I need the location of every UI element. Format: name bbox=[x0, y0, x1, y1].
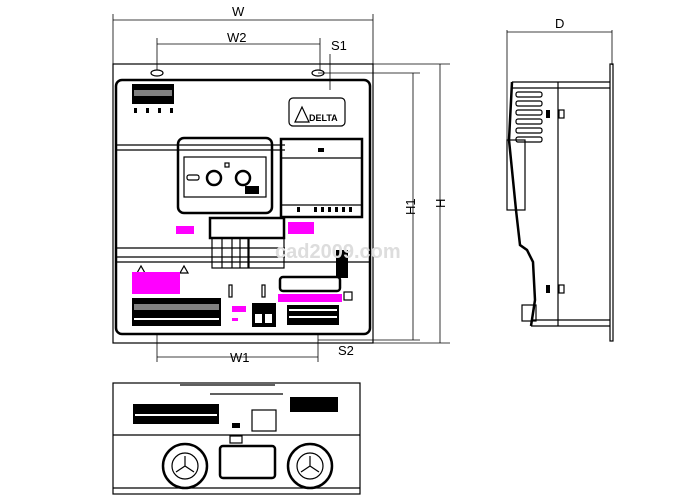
dim-w2-label: W2 bbox=[227, 30, 247, 45]
delta-logo: DELTA bbox=[288, 97, 346, 127]
top-view bbox=[112, 382, 361, 495]
power-terminal-block-bottom bbox=[132, 298, 221, 326]
dim-s1-label: S1 bbox=[331, 38, 347, 53]
front-view: DELTA bbox=[112, 63, 401, 344]
svg-text:DELTA: DELTA bbox=[309, 113, 338, 123]
io-module bbox=[279, 137, 364, 219]
warning-icon bbox=[135, 264, 147, 274]
cooling-fan-left bbox=[161, 442, 209, 490]
control-knob[interactable] bbox=[234, 169, 252, 187]
terminal-row bbox=[133, 404, 219, 424]
label-magenta bbox=[176, 226, 194, 234]
heatsink-window bbox=[218, 444, 277, 480]
drive-body bbox=[114, 78, 372, 336]
dim-h-label: H bbox=[433, 199, 448, 208]
dim-d-label: D bbox=[555, 16, 564, 31]
warning-label bbox=[132, 272, 180, 294]
control-board-header bbox=[208, 216, 286, 240]
comm-port bbox=[336, 250, 348, 278]
watermark: cad2009.com bbox=[275, 241, 401, 263]
rs485-connector bbox=[278, 275, 342, 293]
dim-h1-label: H1 bbox=[403, 198, 418, 215]
keypad-panel bbox=[176, 136, 274, 215]
side-view: D bbox=[506, 16, 614, 342]
frequency-knob[interactable] bbox=[205, 169, 223, 187]
dimension-lines: W W2 S1 H1 H W1 S2 bbox=[112, 4, 450, 365]
io-terminal-block bbox=[287, 305, 339, 325]
relay-terminal-block bbox=[252, 303, 276, 327]
mounting-plate-outline bbox=[112, 63, 374, 344]
dim-w-label: W bbox=[232, 4, 245, 19]
cooling-fan-right bbox=[286, 442, 334, 490]
dim-s2-label: S2 bbox=[338, 343, 354, 358]
mount-hole-top-left bbox=[150, 69, 164, 77]
dim-w1-label: W1 bbox=[230, 350, 250, 365]
power-terminal-block-top bbox=[132, 84, 174, 113]
warning-icon bbox=[178, 264, 190, 274]
